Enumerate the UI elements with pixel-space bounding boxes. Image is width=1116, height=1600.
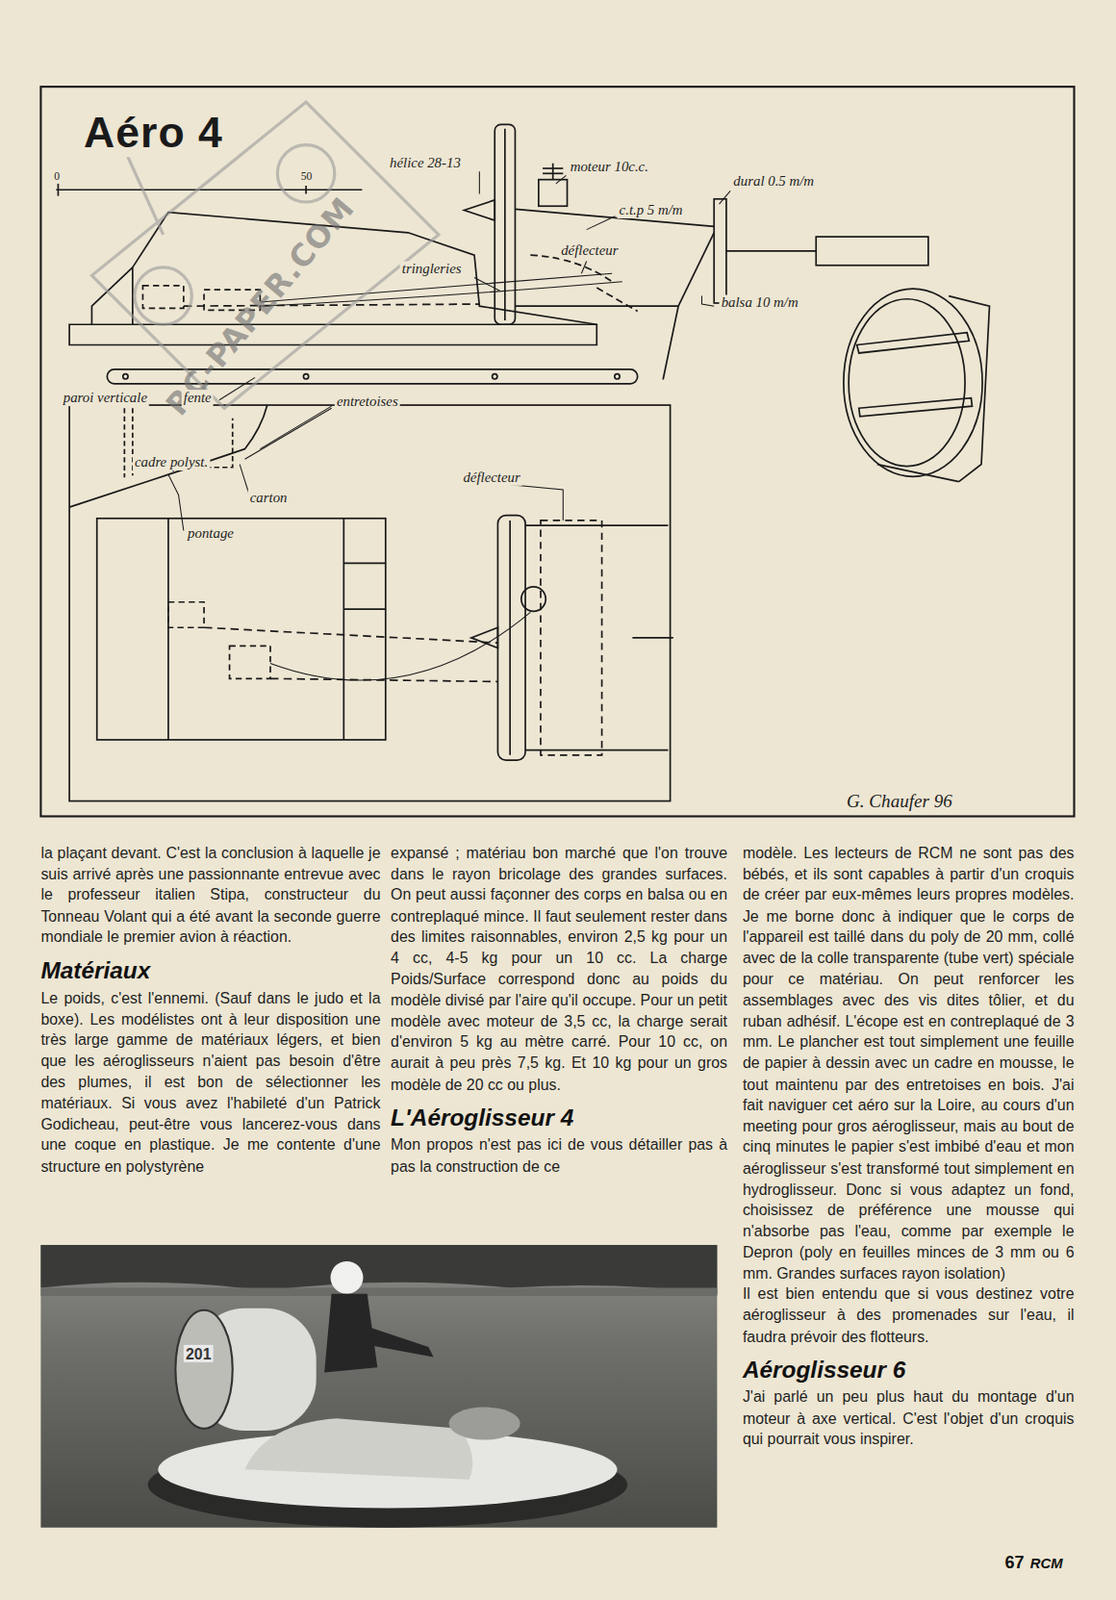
part-label: fente: [181, 389, 214, 406]
part-label: dural 0.5 m/m: [731, 173, 816, 190]
part-label: c.t.p 5 m/m: [616, 202, 685, 219]
part-label: tringleries: [400, 261, 464, 279]
signature: G. Chaufer 96: [846, 790, 953, 812]
section-heading: Matériaux: [40, 956, 381, 986]
race-number: 201: [183, 1344, 214, 1363]
text-column: expansé ; matériau bon marché que l'on t…: [390, 842, 728, 1177]
body-paragraph: Le poids, c'est l'ennemi. (Sauf dans le …: [40, 988, 381, 1178]
scale-mark: 50: [300, 169, 314, 182]
hovercraft-photo: [40, 1244, 717, 1528]
part-label: balsa 10 m/m: [719, 295, 801, 312]
page-number: 67: [1004, 1552, 1024, 1573]
part-label: entretoises: [334, 393, 401, 410]
page-title: Aéro 4: [79, 107, 228, 157]
body-paragraph: Mon propos n'est pas ici de vous détaill…: [390, 1135, 728, 1178]
section-heading: Aéroglisseur 6: [742, 1355, 1075, 1385]
body-paragraph: Il est bien entendu que si vous destinez…: [742, 1284, 1075, 1348]
part-label: cadre polyst.: [132, 454, 210, 471]
magazine-name: RCM: [1030, 1554, 1064, 1572]
part-label: pontage: [185, 525, 236, 542]
body-paragraph: expansé ; matériau bon marché que l'on t…: [390, 842, 728, 1095]
part-label: déflecteur: [460, 469, 523, 486]
part-label: carton: [248, 489, 290, 507]
body-paragraph: la plaçant devant. C'est la conclusion à…: [40, 842, 381, 948]
scale-mark: 0: [52, 169, 61, 182]
section-heading: L'Aéroglisseur 4: [390, 1103, 728, 1133]
part-label: hélice 28-13: [387, 154, 463, 172]
text-column: la plaçant devant. C'est la conclusion à…: [40, 842, 381, 1177]
body-paragraph: modèle. Les lecteurs de RCM ne sont pas …: [742, 842, 1075, 1285]
part-label: moteur 10c.c.: [568, 158, 651, 176]
part-label: déflecteur: [558, 242, 621, 259]
text-column: modèle. Les lecteurs de RCM ne sont pas …: [742, 842, 1075, 1450]
body-paragraph: J'ai parlé un peu plus haut du montage d…: [742, 1387, 1075, 1451]
drawing-lines: [40, 86, 1074, 816]
part-label: paroi verticale: [61, 389, 151, 406]
